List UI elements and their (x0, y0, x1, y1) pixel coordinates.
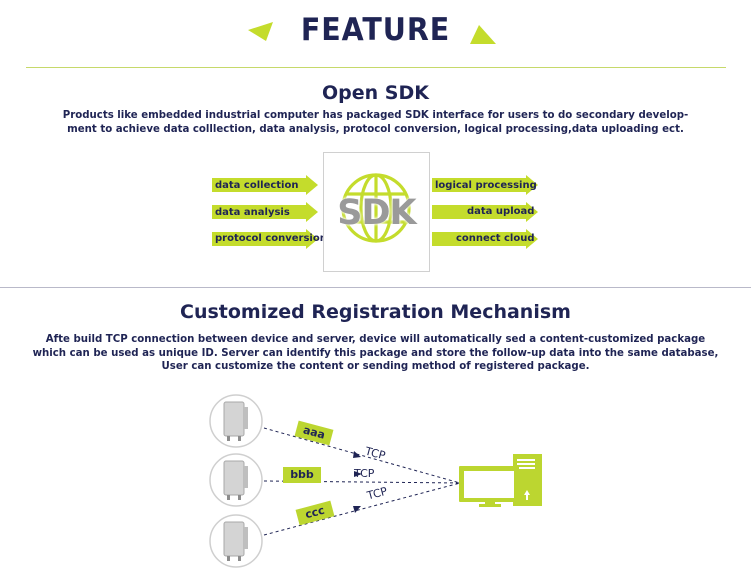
arrow-shape (212, 202, 318, 222)
package-tag-bbb: bbb (283, 467, 321, 483)
open-sdk-description: Products like embedded industrial comput… (0, 109, 751, 136)
arrowhead-icon (353, 506, 361, 513)
sdk-output-label: logical processing (435, 180, 537, 191)
arrowhead-icon (353, 451, 361, 458)
arrowhead-icon (354, 471, 362, 477)
sdk-input-label: protocol conversion (215, 233, 327, 244)
registration-description: Afte build TCP connection between device… (0, 333, 751, 374)
registration-title: Customized Registration Mechanism (180, 301, 571, 323)
arrow-shape (432, 229, 538, 249)
sdk-input-label: data collection (215, 180, 299, 191)
left-arrows (212, 175, 318, 249)
registration-description-line: User can customize the content or sendin… (161, 361, 590, 372)
section-divider (0, 287, 751, 288)
connection-lines (263, 427, 461, 536)
arrow-shape (212, 175, 318, 195)
open-sdk-description-line: ment to achieve data colllection, data a… (67, 123, 684, 135)
globe-icon (341, 173, 411, 243)
sdk-output-label: data upload (467, 206, 535, 217)
tcp-label: TCP (354, 467, 375, 480)
left-triangle-icon (248, 22, 273, 41)
open-sdk-title: Open SDK (322, 82, 429, 104)
device-icon (209, 394, 263, 448)
right-triangle-icon (470, 25, 496, 44)
sdk-logo-box (323, 152, 430, 272)
arrow-shape (212, 229, 318, 249)
server-computer-icon (459, 454, 542, 507)
sdk-logo-text: SDK (337, 193, 416, 233)
sdk-output-label: connect cloud (456, 233, 535, 244)
right-arrows (432, 175, 538, 249)
page-title: FEATURE (300, 12, 451, 48)
arrow-shape (432, 202, 538, 222)
arrow-shape (432, 175, 538, 195)
registration-description-line: which can be used as unique ID. Server c… (32, 347, 719, 359)
registration-description-line: Afte build TCP connection between device… (45, 334, 706, 345)
header-divider (26, 67, 726, 68)
sdk-input-label: data analysis (215, 207, 290, 218)
open-sdk-description-line: Products like embedded industrial comput… (62, 110, 689, 121)
device-icon (209, 514, 263, 568)
device-icon (209, 453, 263, 507)
